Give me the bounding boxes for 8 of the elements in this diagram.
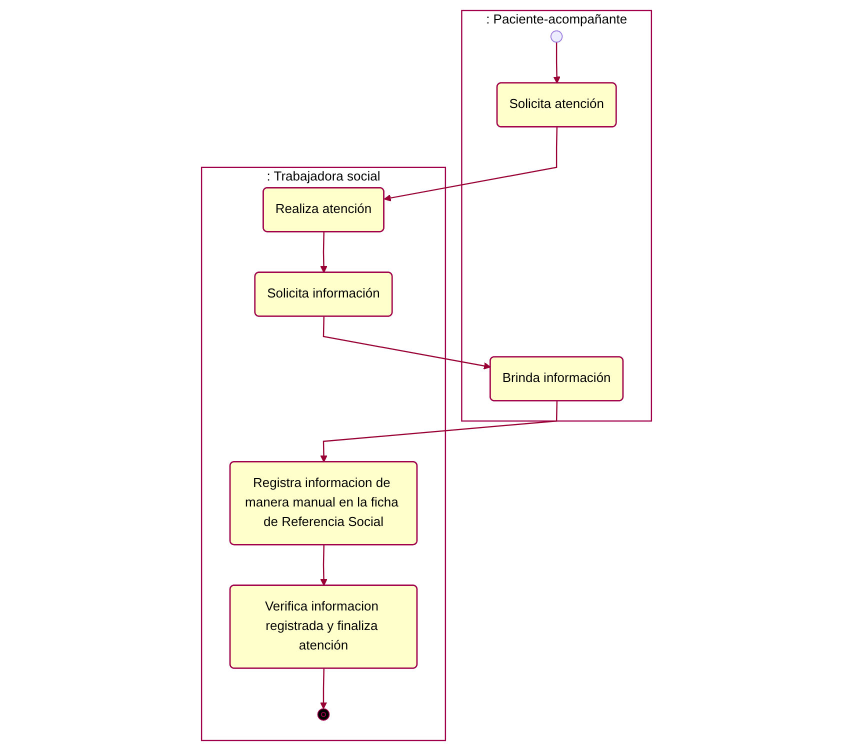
arrow bbox=[320, 401, 558, 462]
node-circle bbox=[550, 30, 563, 43]
arrow bbox=[322, 316, 491, 370]
arrow bbox=[384, 127, 558, 202]
arrow bbox=[320, 668, 328, 710]
arrow bbox=[553, 42, 560, 84]
arrow bbox=[320, 544, 328, 586]
arrow bbox=[320, 232, 328, 273]
